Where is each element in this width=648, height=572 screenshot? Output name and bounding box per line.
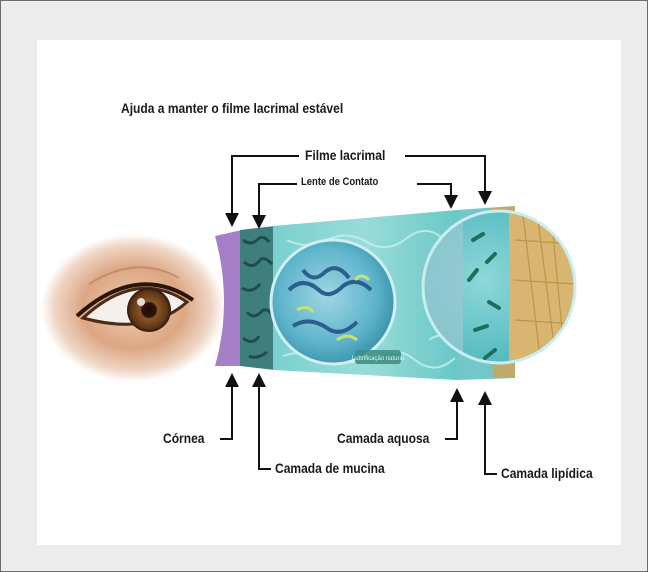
label-aqueous-layer: Camada aquosa [337,430,429,446]
micro-label: Lubrificação natural [352,356,404,362]
aqueous-arrow [445,395,457,439]
label-lipid-layer: Camada lipídica [501,465,593,481]
cornea-arrow [220,380,232,439]
tear-film-bracket [232,156,485,220]
label-mucin-layer: Camada de mucina [275,460,385,476]
lipid-arrow [485,398,497,474]
label-tear-film: Filme lacrimal [305,147,385,163]
diagram-title: Ajuda a manter o filme lacrimal estável [121,100,343,116]
label-contact-lens: Lente de Contato [301,176,378,188]
figure-panel: Lubrificação natural [37,40,621,545]
label-cornea: Córnea [163,430,204,446]
eye-illustration [41,234,225,382]
mucin-arrow [259,380,271,469]
